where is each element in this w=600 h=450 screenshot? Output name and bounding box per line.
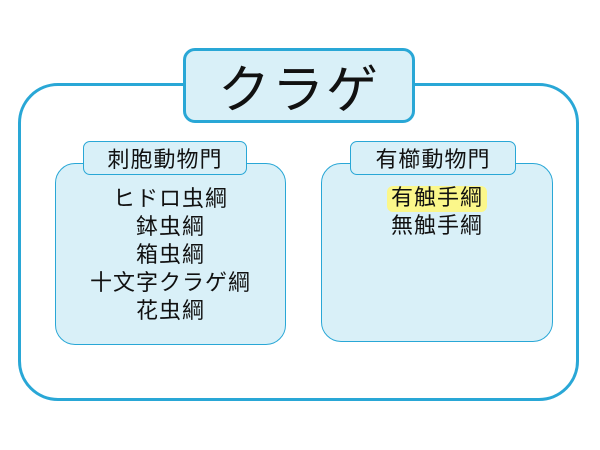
group-label-ctenophora: 有櫛動物門 [350,141,516,175]
class-item: 無触手綱 [390,214,483,239]
group-label-cnidaria: 刺胞動物門 [83,141,247,175]
class-item-highlighted: 有触手綱 [321,185,553,213]
class-item: 十文字クラゲ綱 [89,271,251,296]
diagram-title: クラゲ [183,48,415,123]
class-item: 箱虫綱 [135,243,205,268]
class-item: ヒドロ虫綱 [112,187,228,212]
panel-cnidaria [55,163,286,345]
class-list-ctenophora: 有触手綱 無触手綱 [321,185,553,241]
class-item: 花虫綱 [135,299,205,324]
class-list-cnidaria: ヒドロ虫綱 鉢虫綱 箱虫綱 十文字クラゲ綱 花虫綱 [55,186,286,326]
highlight-marker: 有触手綱 [386,186,487,212]
class-item: 鉢虫綱 [135,215,205,240]
